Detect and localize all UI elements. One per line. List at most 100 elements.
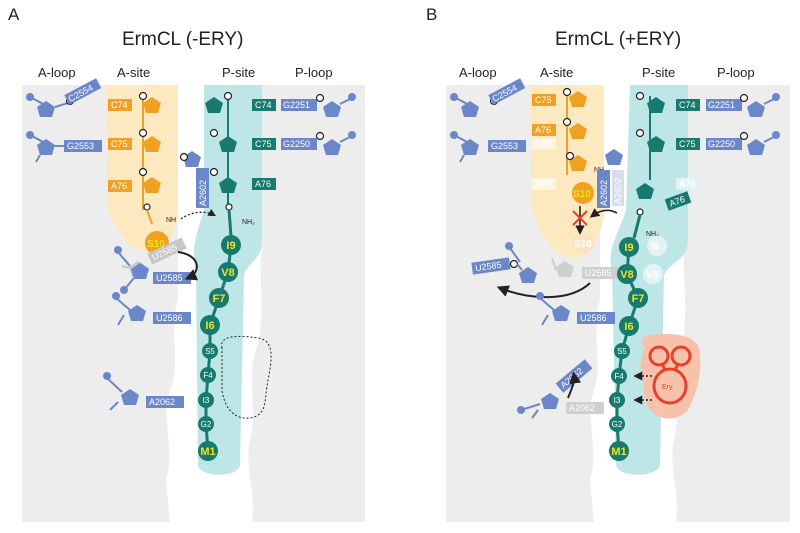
label-a76-a-b: A76 xyxy=(535,125,551,135)
label-nh2-p: NH₂ xyxy=(242,219,255,226)
header-p-site: P-site xyxy=(222,65,255,80)
residue-g2 xyxy=(609,416,625,432)
nucleotide-c75-a: C75 xyxy=(108,128,161,152)
nucleotide-g2251-b: G2251 xyxy=(706,93,780,117)
label-residue-f4: F4 xyxy=(203,371,213,380)
curved-arrow-icon xyxy=(589,208,618,218)
label-s10-faint-b: S10 xyxy=(574,239,592,250)
label-residue-i9: I9 xyxy=(226,240,235,252)
curved-arrow-icon xyxy=(496,282,591,299)
nucleotide-a76-p: A76 xyxy=(209,167,276,193)
residue-i3 xyxy=(609,392,625,408)
label-a2602: A2602 xyxy=(198,180,208,206)
label-c74-p-b: C74 xyxy=(679,100,696,110)
erythromycin-icon: Ery xyxy=(640,334,701,419)
ribosome-background-right xyxy=(248,85,365,522)
label-g2553-b: G2553 xyxy=(491,141,518,151)
residue-i9-faint xyxy=(647,236,667,256)
residue-f7 xyxy=(628,288,648,308)
label-u2586-b: U2586 xyxy=(580,313,607,323)
nucleotide-a76-a: A76 xyxy=(108,167,161,193)
nucleotide-c74-a: C74 xyxy=(108,91,161,113)
header-a-site: A-site xyxy=(117,65,150,80)
header-p-site-b: P-site xyxy=(642,65,675,80)
curved-arrow-icon xyxy=(180,208,217,220)
residue-i3 xyxy=(198,392,214,408)
label-residue-s5: S5 xyxy=(617,347,627,356)
label-a2602-faint-b: A2602 xyxy=(613,178,623,204)
residue-m1 xyxy=(609,441,629,461)
label-residue-m1: M1 xyxy=(200,446,215,458)
residue-g2 xyxy=(198,416,214,432)
label-residue-f4: F4 xyxy=(614,372,624,381)
curved-arrow-icon xyxy=(177,251,199,281)
label-c75-a: C75 xyxy=(111,139,128,149)
panel-b: B ErmCL (+ERY) A-loop A-site P-site P-lo… xyxy=(426,5,790,522)
label-u2585-faint-b: U2585 xyxy=(585,268,612,278)
panel-b-title: ErmCL (+ERY) xyxy=(555,29,681,50)
header-p-loop-b: P-loop xyxy=(717,65,755,80)
label-residue-i6: I6 xyxy=(624,321,633,333)
label-ery: Ery xyxy=(662,384,673,391)
label-a76-a: A76 xyxy=(111,181,127,191)
label-residue-s5: S5 xyxy=(205,347,215,356)
nucleotide-g2250: G2250 xyxy=(281,131,356,155)
label-residue-f7: F7 xyxy=(632,293,645,305)
nucleotide-a2602-b: A2602 A2602 xyxy=(597,149,624,208)
p-site-trna-b: C74 C75 A76 A76 NH₂ I9 V8 xyxy=(632,91,700,284)
header-a-loop: A-loop xyxy=(38,65,76,80)
label-residue-i6: I6 xyxy=(205,320,214,332)
residue-v8-faint xyxy=(643,264,663,284)
label-s10: S10 xyxy=(147,239,165,250)
residue-m1 xyxy=(198,441,218,461)
blocked-x-icon xyxy=(572,210,588,226)
label-residue-i3: I3 xyxy=(203,396,210,405)
residue-i9 xyxy=(221,235,241,255)
residue-s10-faint-b xyxy=(572,232,594,254)
ribose-pentagon-icon xyxy=(605,149,623,165)
label-a76-faint-b: A76 xyxy=(535,179,552,189)
label-residue-v8: V8 xyxy=(620,269,633,281)
label-residue-i9: I9 xyxy=(624,242,633,254)
label-u2585: U2585 xyxy=(156,273,183,283)
nucleotide-a2602: A2602 xyxy=(179,151,209,208)
nucleotide-u2586: U2586 xyxy=(112,292,191,326)
residue-s5 xyxy=(614,343,630,359)
residue-v8 xyxy=(218,262,238,282)
label-g2553: G2553 xyxy=(67,141,94,151)
panel-a-letter: A xyxy=(8,5,20,24)
label-c75-p-b: C75 xyxy=(679,139,696,149)
residue-f7 xyxy=(209,288,229,308)
curved-arrow-icon xyxy=(567,371,582,399)
label-a76-p: A76 xyxy=(255,179,271,189)
residue-i6 xyxy=(619,316,639,336)
empty-drug-site-outline xyxy=(221,335,272,419)
label-nh2-a: NH xyxy=(166,217,176,224)
residue-s5 xyxy=(202,343,218,359)
label-residue-f7: F7 xyxy=(213,293,226,305)
residue-s10-b xyxy=(572,182,594,204)
label-residue-g2: G2 xyxy=(201,420,212,429)
nucleotide-c75-p: C75 xyxy=(209,128,276,152)
residue-f4 xyxy=(611,368,627,384)
header-p-loop: P-loop xyxy=(295,65,333,80)
nucleotide-g2251: G2251 xyxy=(281,93,356,117)
nucleotide-a2062: A2062 xyxy=(103,372,184,411)
nucleotide-u2586-b: U2586 xyxy=(536,292,615,326)
ribosome-background-right-b xyxy=(672,85,790,522)
nucleotide-u2585-b: U2585 U2585 xyxy=(471,242,620,283)
label-c74-p: C74 xyxy=(255,100,272,110)
label-residue-g2: G2 xyxy=(612,420,623,429)
residue-i6 xyxy=(200,315,220,335)
label-nh2-p-b: NH₂ xyxy=(646,231,659,238)
label-residue-v8: V8 xyxy=(221,267,234,279)
nucleotide-g2553-b: G2553 xyxy=(450,131,526,163)
label-residue-m1: M1 xyxy=(611,446,626,458)
panel-a: A ErmCL (-ERY) A-loop A-site P-site P-lo… xyxy=(8,5,365,522)
label-a2062: A2062 xyxy=(149,397,175,407)
header-a-site-b: A-site xyxy=(540,65,573,80)
label-c75-a-b: C75 xyxy=(535,95,552,105)
